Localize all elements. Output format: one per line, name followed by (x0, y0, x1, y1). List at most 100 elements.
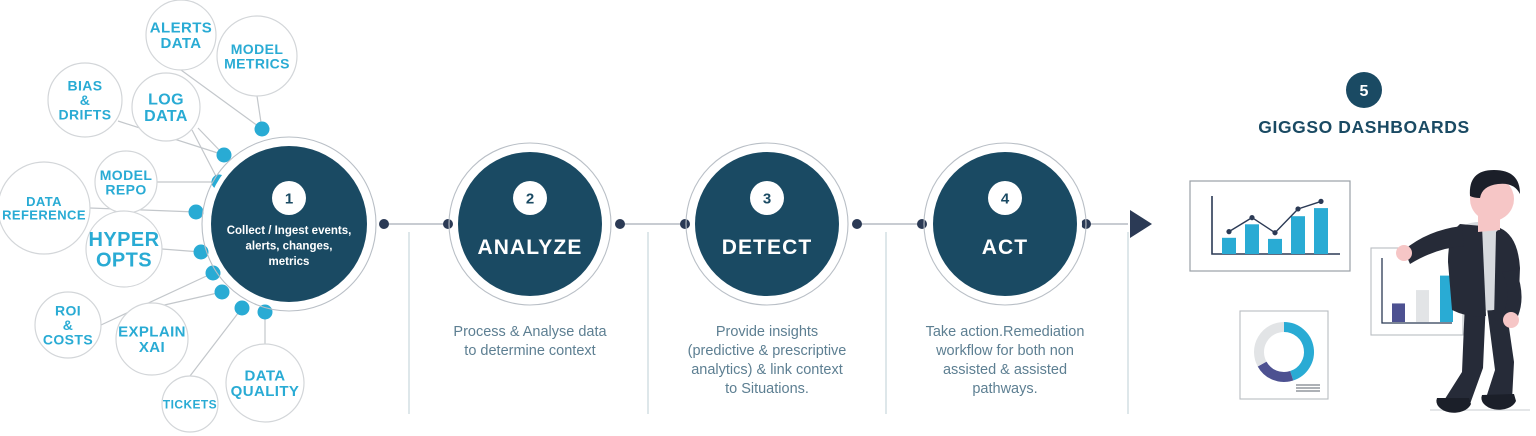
bubble-label: DRIFTS (59, 107, 112, 123)
stage-outer-ring (201, 136, 377, 312)
trend-marker (1226, 229, 1232, 235)
person-illustration (1396, 170, 1530, 413)
bubble-connector-line (189, 307, 243, 377)
board-bar (1440, 275, 1453, 322)
chart-panel-bar-line (1189, 180, 1351, 272)
bubble-label: ROI (55, 302, 81, 318)
stage-circle (458, 152, 602, 296)
input-bubble-tickets[interactable]: TICKETS (161, 375, 219, 433)
stage-number-badge (988, 181, 1022, 215)
bubble-circle (85, 210, 163, 288)
donut-series (1254, 322, 1314, 382)
bubble-label: & (63, 317, 74, 333)
stage-caption-line: to Situations. (725, 381, 809, 397)
stage-number-badge (750, 181, 784, 215)
stage-number: 3 (763, 191, 771, 208)
stage-outer-ring (448, 142, 612, 306)
bubble-label: ALERTS (150, 20, 212, 37)
rim-dot (216, 147, 232, 163)
trend-markers (1226, 198, 1324, 236)
rim-dot (188, 204, 204, 220)
trend-marker (1295, 206, 1301, 212)
flow-connector-dot (379, 219, 389, 229)
stage-number: 2 (526, 191, 534, 208)
stage-outer-ring (685, 142, 849, 306)
bubble-label: OPTS (96, 250, 152, 272)
bubble-label: XAI (139, 339, 165, 356)
donut-slice (1283, 322, 1314, 381)
rim-dot (254, 121, 270, 137)
board-bar (1416, 290, 1429, 322)
bubble-label: & (80, 92, 91, 108)
stage-caption-line: workflow for both non (935, 343, 1074, 359)
flow-connector-dot (680, 219, 690, 229)
bubble-connector-line (159, 291, 223, 307)
bubble-circle (47, 62, 123, 138)
input-bubble-bias-drifts[interactable]: BIAS&DRIFTS (47, 62, 123, 138)
donut-slice (1257, 361, 1294, 382)
stage-outer-ring (923, 142, 1087, 306)
rim-dot (214, 284, 230, 300)
dashboards-badge: 5 (1346, 72, 1382, 108)
bubble-connector-line (100, 272, 214, 326)
flow-connector-dot (443, 219, 453, 229)
chart-panel-board-bars (1370, 247, 1464, 336)
bubble-label: DATA (26, 194, 62, 209)
bubble-label: COSTS (43, 332, 93, 348)
bubble-label: REFERENCE (2, 207, 86, 222)
stage-title: ANALYZE (478, 236, 583, 259)
rim-dot (234, 300, 250, 316)
bubble-circle (131, 72, 201, 142)
rim-dot (193, 244, 209, 260)
trend-marker (1249, 215, 1255, 221)
bubble-circle (145, 0, 217, 71)
stage-number-badge (272, 181, 306, 215)
bubble-connector-line (180, 69, 263, 130)
trend-marker (1272, 230, 1278, 236)
stage-caption-line: pathways. (972, 381, 1037, 397)
bar (1222, 237, 1236, 254)
bubble-label: DATA (244, 368, 285, 385)
stage-title: ACT (982, 236, 1028, 259)
donut-slice (1254, 322, 1285, 367)
bubble-circle (161, 375, 219, 433)
bubble-label: EXPLAIN (118, 324, 186, 341)
stage-caption-line: Provide insights (716, 324, 818, 340)
flow-arrow-icon (1130, 210, 1152, 238)
stage-body-line: Collect / Ingest events, (227, 225, 352, 237)
input-bubble-roi-costs[interactable]: ROI&COSTS (34, 291, 102, 359)
stage-circle (695, 152, 839, 296)
chart-panel-donut (1239, 310, 1329, 400)
stage-caption-line: assisted & assisted (943, 362, 1067, 378)
bubble-label: BIAS (67, 77, 102, 93)
stage-caption-line: (predictive & prescriptive (688, 343, 847, 359)
board-bar (1392, 303, 1405, 322)
bubble-label: DATA (160, 35, 201, 52)
bubble-circle (0, 161, 91, 255)
bubble-label: TICKETS (163, 397, 217, 411)
stage-caption-line: Take action.Remediation (926, 324, 1085, 340)
bar-series (1222, 208, 1328, 254)
flow-connector-dot (852, 219, 862, 229)
stage-title: DETECT (722, 236, 813, 259)
bubble-label: METRICS (224, 55, 290, 71)
bubble-circle (115, 302, 189, 376)
bubble-circle (216, 15, 298, 97)
stage-body-line: metrics (269, 256, 310, 268)
